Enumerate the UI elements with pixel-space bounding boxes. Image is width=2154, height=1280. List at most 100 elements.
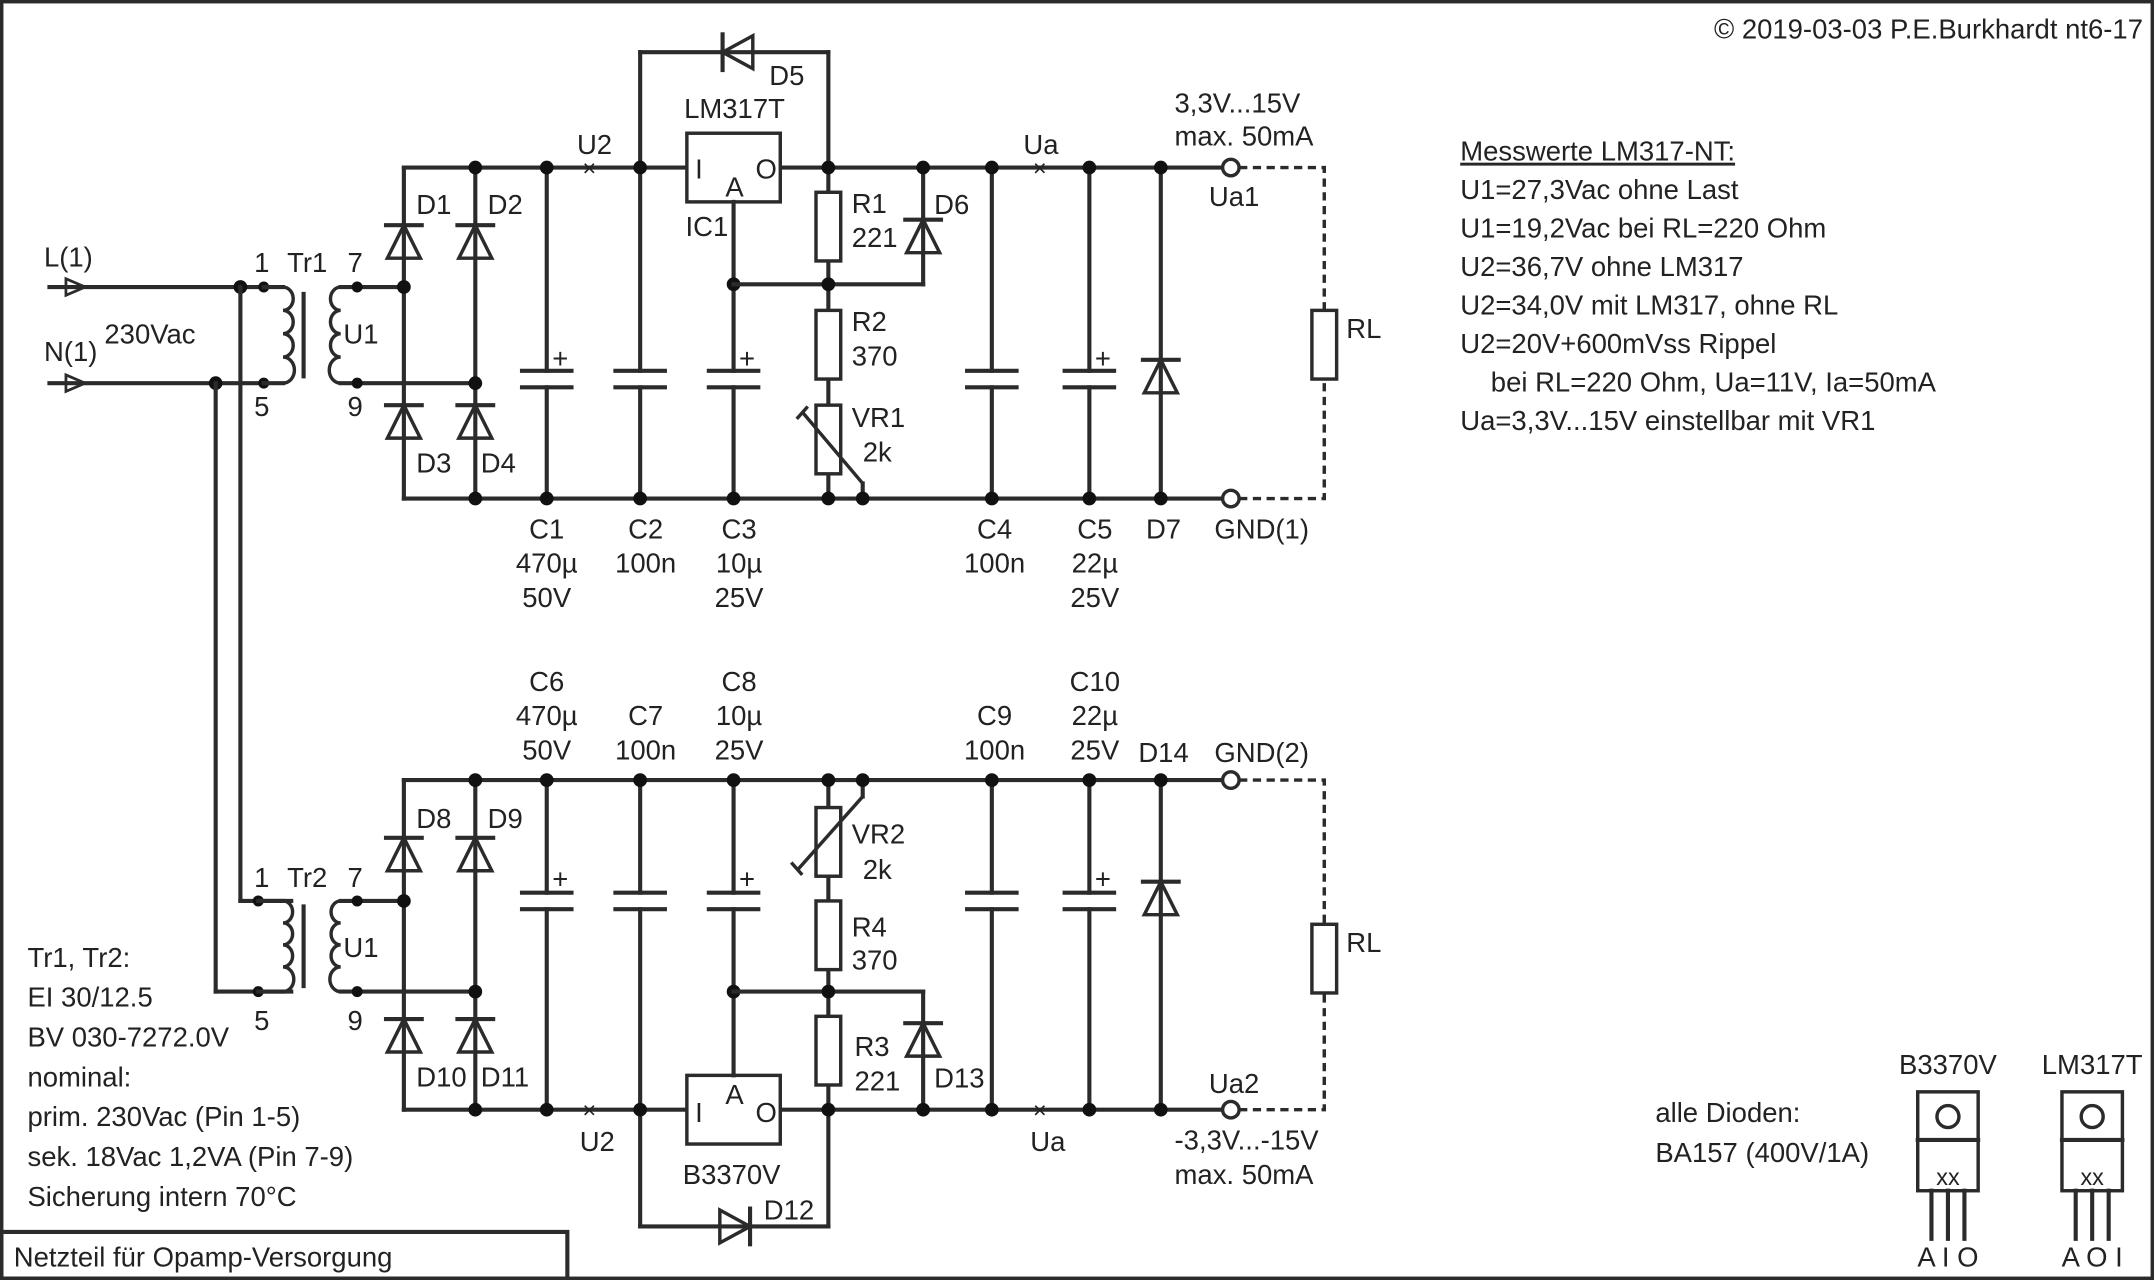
measurement-line: U1=27,3Vac ohne Last: [1460, 174, 1739, 205]
cross-icon: ×: [582, 155, 596, 181]
resistor-r2: [814, 308, 843, 381]
note-line: prim. 230Vac (Pin 1-5): [27, 1101, 300, 1132]
label-c6: C6: [529, 666, 564, 697]
potentiometer-vr1: [814, 403, 843, 476]
value-c4: 100n: [964, 548, 1025, 579]
upper-output-range: 3,3V...15V: [1175, 88, 1301, 119]
label-d3: D3: [416, 447, 451, 478]
label-c4: C4: [977, 513, 1012, 544]
label-d14: D14: [1138, 737, 1188, 768]
label-d5: D5: [769, 60, 804, 91]
value-c2: 100n: [615, 548, 676, 579]
label-d6: D6: [934, 189, 969, 220]
plus-icon: +: [739, 343, 755, 374]
rating-c3: 25V: [715, 582, 765, 613]
copyright: © 2019-03-03 P.E.Burkhardt nt6-17: [1714, 13, 2143, 44]
rating-c6: 50V: [522, 734, 572, 765]
node-u2-lower: U2: [580, 1126, 615, 1157]
cross-icon: ×: [1033, 1097, 1047, 1123]
terminal-gnd1: [1220, 488, 1241, 509]
resistor-r4: [814, 899, 843, 972]
value-vr2: 2k: [863, 854, 892, 885]
terminal-ua2: [1220, 1099, 1241, 1120]
label-r4: R4: [852, 912, 887, 943]
input-N-label: N(1): [44, 336, 97, 367]
label-d10: D10: [416, 1061, 466, 1092]
plus-icon: +: [1095, 343, 1111, 374]
label-r2: R2: [852, 306, 887, 337]
label-d2: D2: [488, 189, 523, 220]
diode-note-line: BA157 (400V/1A): [1655, 1137, 1869, 1168]
rating-c10: 25V: [1070, 734, 1120, 765]
package-name: LM317T: [2042, 1049, 2143, 1080]
arrow-icon: [64, 372, 89, 394]
node-ua: Ua: [1023, 129, 1059, 160]
measurement-line: U2=34,0V mit LM317, ohne RL: [1460, 290, 1838, 321]
label-d4: D4: [481, 447, 516, 478]
node-u2: U2: [577, 129, 612, 160]
measurement-line: U2=20V+600mVss Rippel: [1460, 328, 1776, 359]
value-c9: 100n: [964, 734, 1025, 765]
pin-o-lower: O: [756, 1097, 777, 1128]
regulator-ref: IC1: [685, 211, 728, 242]
pin-o: O: [756, 154, 777, 185]
transformer-notes: Tr1, Tr2: EI 30/12.5 BV 030-7272.0V nomi…: [27, 942, 353, 1212]
tr1-pin7: 7: [348, 247, 363, 278]
measurements-block: Messwerte LM317-NT: U1=27,3Vac ohne Last…: [1460, 136, 1937, 436]
package-name: B3370V: [1899, 1049, 1997, 1080]
value-c10: 22µ: [1072, 700, 1119, 731]
value-c8: 10µ: [716, 700, 763, 731]
tr2-pin1: 1: [254, 862, 269, 893]
input-L-label: L(1): [44, 241, 93, 272]
label-r3: R3: [854, 1031, 889, 1062]
transformer-tr1: 1 5 Tr1 7 9 U1: [254, 247, 478, 422]
resistor-rl-lower: [1310, 922, 1339, 995]
measurement-line: bei RL=220 Ohm, Ua=11V, Ia=50mA: [1460, 366, 1936, 397]
value-vr1: 2k: [863, 436, 892, 467]
tr2-pin5: 5: [254, 1005, 269, 1036]
note-line: Sicherung intern 70°C: [27, 1181, 296, 1212]
label-rl-lower: RL: [1346, 927, 1381, 958]
resistor-r1: [814, 190, 843, 263]
package-lm317t: LM317T xx A O I: [2042, 1049, 2143, 1272]
note-line: Tr1, Tr2:: [27, 942, 130, 973]
tr1-u1-label: U1: [343, 318, 378, 349]
package-marking: xx: [2081, 1164, 2105, 1190]
label-d11: D11: [481, 1061, 529, 1092]
package-pins: A O I: [2062, 1241, 2123, 1272]
tr2-pin9: 9: [348, 1005, 363, 1036]
note-line: nominal:: [27, 1061, 131, 1092]
note-line: sek. 18Vac 1,2VA (Pin 7-9): [27, 1141, 353, 1172]
node-ua-lower: Ua: [1030, 1126, 1066, 1157]
pin-a: A: [725, 171, 744, 202]
rating-c1: 50V: [522, 582, 572, 613]
label-c7: C7: [628, 700, 663, 731]
label-vr2: VR2: [852, 818, 905, 849]
title-box: [0, 1229, 570, 1280]
transformer-tr2: 1 5 Tr2 7 9 U1: [252, 862, 478, 1036]
measurement-line: Ua=3,3V...15V einstellbar mit VR1: [1460, 405, 1875, 436]
label-c5: C5: [1077, 513, 1112, 544]
label-d13: D13: [934, 1063, 984, 1094]
terminal-gnd2: [1220, 770, 1241, 791]
tr1-pin9: 9: [348, 391, 363, 422]
tr1-pin1: 1: [254, 247, 269, 278]
plus-icon: +: [552, 343, 568, 374]
lower-output-max: max. 50mA: [1175, 1159, 1315, 1190]
label-c2: C2: [628, 513, 663, 544]
label-c8: C8: [721, 666, 756, 697]
value-r3: 221: [854, 1065, 900, 1096]
package-pins: A I O: [1917, 1241, 1978, 1272]
label-d1: D1: [416, 189, 451, 220]
label-ua1: Ua1: [1209, 181, 1259, 212]
label-d7: D7: [1146, 513, 1181, 544]
lower-supply: D8 D9 D10 D11 + × U2 D12 I A O B3370V +: [386, 666, 1381, 1244]
upper-output-max: max. 50mA: [1175, 121, 1315, 152]
regulator-b3370v: [685, 1073, 782, 1146]
label-r1: R1: [852, 188, 887, 219]
label-d8: D8: [416, 803, 451, 834]
label-gnd2: GND(2): [1214, 737, 1309, 768]
arrow-icon: [64, 276, 89, 298]
